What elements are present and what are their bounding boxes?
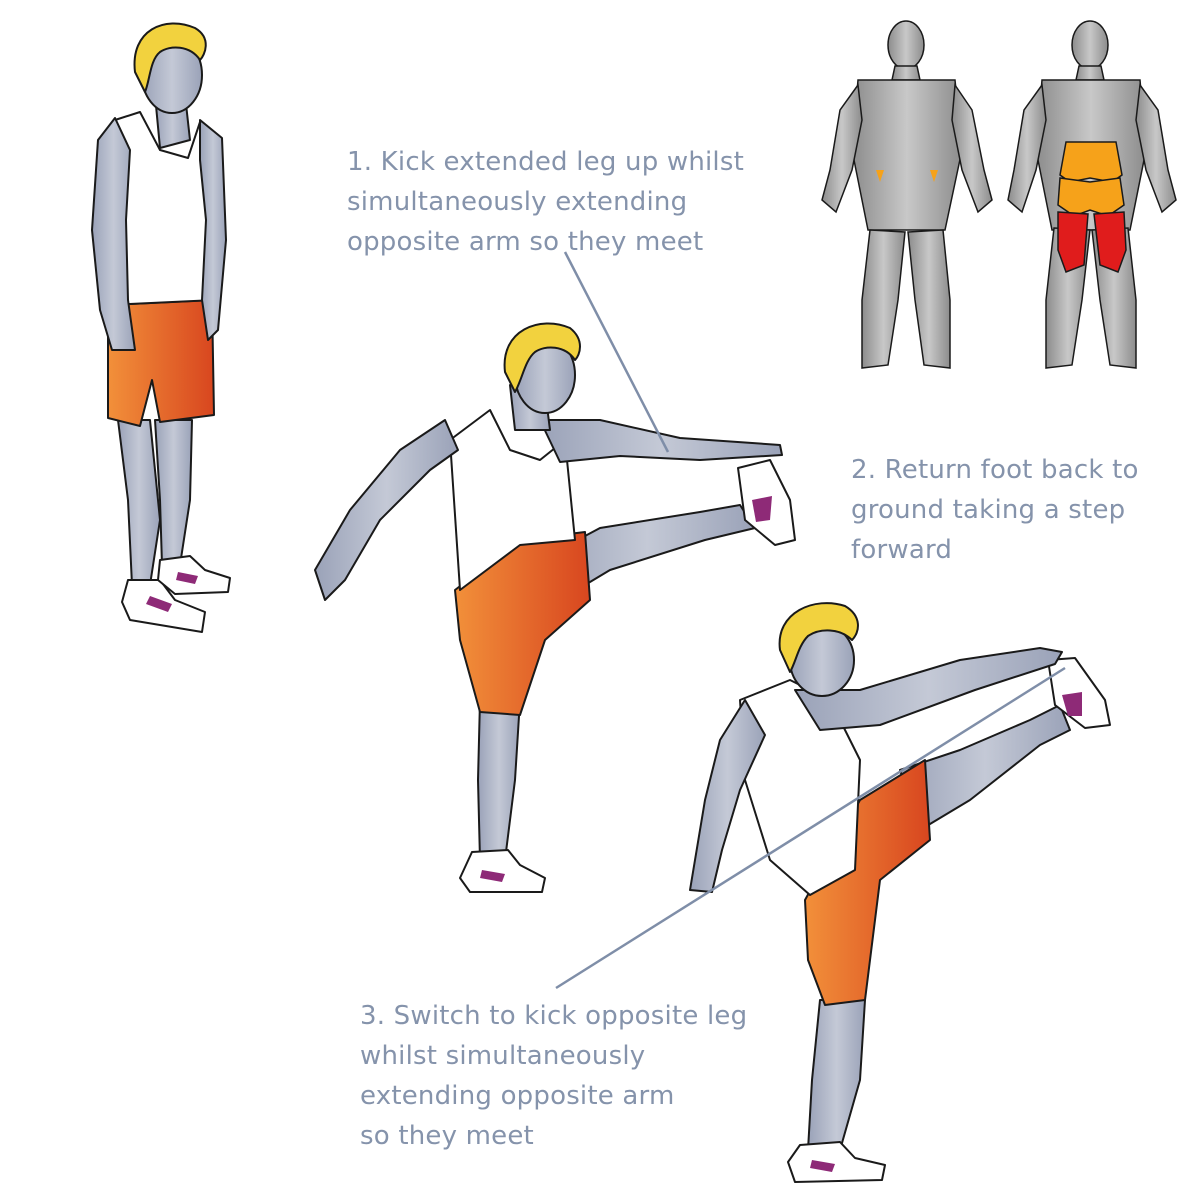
step-1-line-3: opposite arm so they meet (347, 227, 704, 257)
leader-line-step3 (555, 666, 1066, 990)
lower-back-highlight (1059, 141, 1123, 183)
step-2-instruction: 2. Return foot back to ground taking a s… (851, 450, 1139, 570)
leader-lines (555, 251, 1066, 990)
hamstrings-highlight (1057, 211, 1089, 273)
muscle-map-back (1007, 20, 1177, 369)
muscle-map-front (821, 20, 993, 369)
step-3-line-2: whilst simultaneously (360, 1041, 646, 1071)
step-1-line-2: simultaneously extending (347, 187, 688, 217)
step-2-line-2: ground taking a step (851, 495, 1126, 525)
leader-line-step1 (563, 251, 670, 453)
glutes-highlight (1057, 177, 1125, 217)
hamstrings-highlight-right (1093, 211, 1127, 273)
step-3-line-3: extending opposite arm (360, 1081, 675, 1111)
step-1-line-1: 1. Kick extended leg up whilst (347, 147, 744, 177)
standing-figure (91, 22, 231, 633)
step-1-instruction: 1. Kick extended leg up whilst simultane… (347, 142, 744, 262)
step-2-line-1: 2. Return foot back to (851, 455, 1139, 485)
kick-figure-2 (689, 602, 1111, 1183)
step-2-line-3: forward (851, 535, 953, 565)
step-3-instruction: 3. Switch to kick opposite leg whilst si… (360, 996, 747, 1156)
step-3-line-4: so they meet (360, 1121, 534, 1151)
step-3-line-1: 3. Switch to kick opposite leg (360, 1001, 748, 1031)
